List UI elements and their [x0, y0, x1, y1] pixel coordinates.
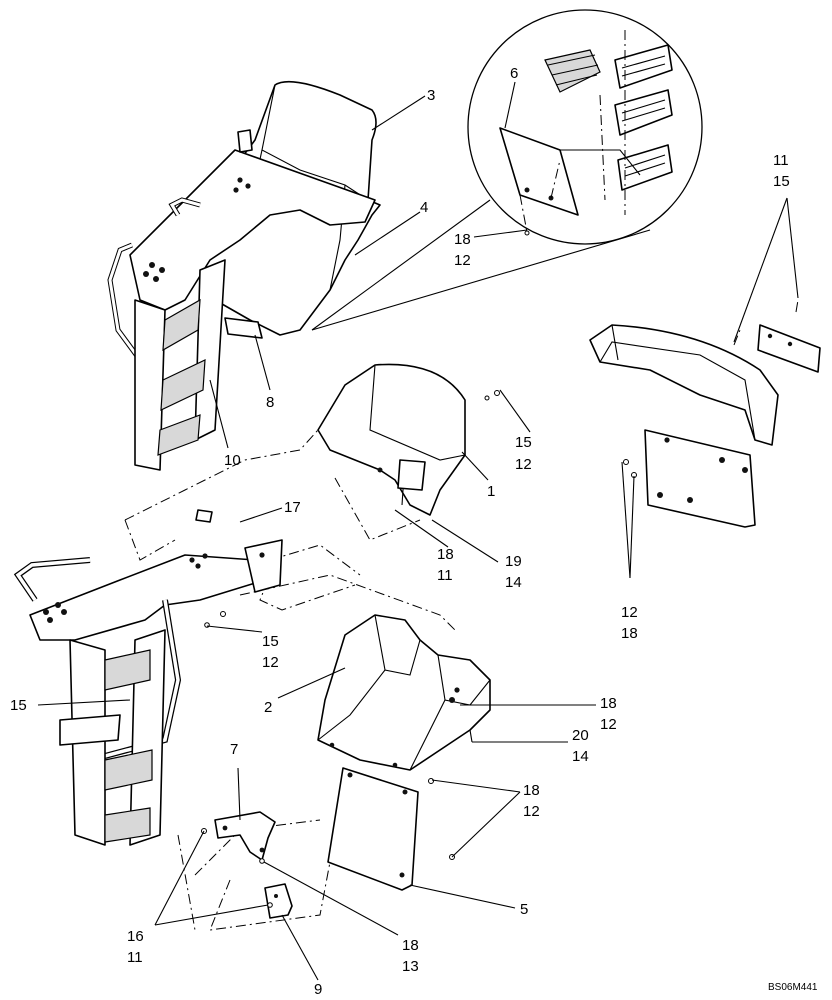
callout-18-bottom: 18: [402, 937, 419, 954]
callout-8: 8: [266, 394, 274, 411]
callout-20: 20: [572, 727, 589, 744]
leader-lines: [37, 81, 799, 981]
callout-5: 5: [520, 901, 528, 918]
callout-11-mid-a: 11: [437, 567, 453, 584]
callout-3: 3: [427, 87, 435, 104]
plate-part-6: [499, 127, 579, 216]
fender-part-2: [317, 614, 491, 771]
callout-15-top: 15: [515, 434, 532, 451]
callout-17: 17: [284, 499, 301, 516]
fender-part-2-assembly: [317, 614, 491, 771]
lower-step-assembly: [13, 429, 456, 846]
callout-15-mid: 15: [262, 633, 279, 650]
callout-12-low: 12: [523, 803, 540, 820]
callout-12-detail: 12: [454, 252, 471, 269]
callout-13: 13: [402, 958, 419, 975]
callout-14-b: 14: [572, 748, 589, 765]
bracket-part-9: [264, 883, 293, 919]
right-mudflap: [644, 429, 756, 528]
right-fender-shell: [589, 324, 779, 446]
callout-18-mid-b: 18: [600, 695, 617, 712]
callout-12-mid-b: 12: [600, 716, 617, 733]
callout-11-right: 11: [773, 152, 789, 169]
callout-18-low: 18: [523, 782, 540, 799]
step-ladder-top: [134, 299, 166, 471]
callout-12-top: 12: [515, 456, 532, 473]
callout-4: 4: [420, 199, 428, 216]
callout-7: 7: [230, 741, 238, 758]
callout-2: 2: [264, 699, 272, 716]
callout-18-mid-a: 18: [437, 546, 454, 563]
detail-view-circle: [311, 9, 703, 331]
callout-15-right: 15: [773, 173, 790, 190]
callout-15-left: 15: [10, 697, 27, 714]
callout-1: 1: [487, 483, 495, 500]
callout-19: 19: [505, 553, 522, 570]
callout-14-a: 14: [505, 574, 522, 591]
brackets-7-9: [201, 811, 293, 919]
drawing-code: BS06M441: [768, 982, 818, 993]
callout-6: 6: [510, 65, 518, 82]
lower-step-deck: [29, 554, 266, 641]
callout-16: 16: [127, 928, 144, 945]
bracket-part-8: [224, 317, 263, 339]
callout-18-right: 18: [621, 625, 638, 642]
bracket-part-7: [214, 811, 276, 861]
top-fender-assembly: [107, 80, 381, 471]
right-fender-assembly: [589, 299, 821, 528]
mudflap-part-5-assembly: [177, 767, 455, 931]
mudflap-part-5: [327, 767, 419, 891]
callout-12-mid: 12: [262, 654, 279, 671]
callout-11-low: 11: [127, 949, 143, 966]
middle-fender-assembly: [317, 363, 500, 516]
callout-10: 10: [224, 452, 241, 469]
callout-12-right: 12: [621, 604, 638, 621]
callout-9: 9: [314, 981, 322, 998]
callout-18-detail: 18: [454, 231, 471, 248]
callout-labels: 3 6 4 18 12 11 15 8 10 15 12 1 17 18 11 …: [10, 65, 818, 998]
